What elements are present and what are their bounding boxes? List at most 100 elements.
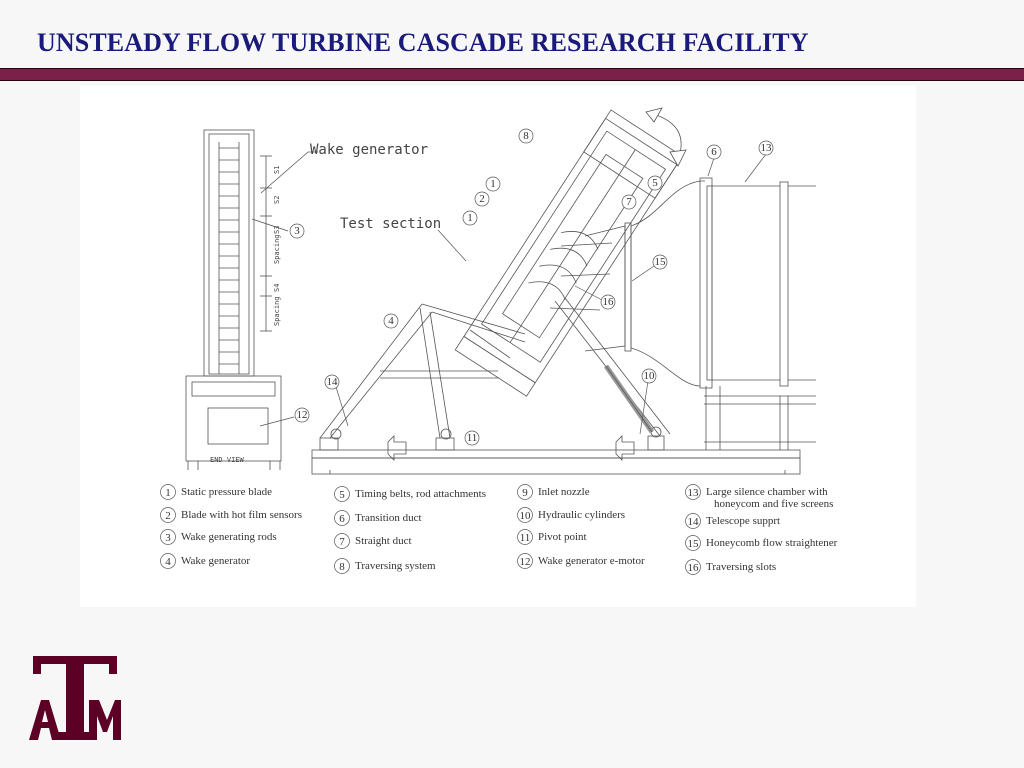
ground-rail bbox=[311, 435, 801, 475]
drawing-bubble-14 bbox=[324, 374, 340, 390]
drawing-bubble-7 bbox=[621, 194, 637, 210]
legend-bubble-12 bbox=[517, 553, 533, 569]
drawing-bubble-16 bbox=[600, 294, 616, 310]
legend-bubble-10 bbox=[517, 507, 533, 523]
end-view-label: END VIEW bbox=[210, 456, 245, 464]
drawing-bubble-5 bbox=[647, 175, 663, 191]
legend-label-6: Transition duct bbox=[355, 512, 422, 524]
end-view bbox=[185, 129, 309, 470]
dim-s4: S4 bbox=[273, 284, 281, 292]
legend-number-9: 9 bbox=[522, 487, 528, 499]
drawing-bubble-label-11: 11 bbox=[467, 432, 478, 444]
legend-label-5: Timing belts, rod attachments bbox=[355, 488, 486, 500]
legend-label-10: Hydraulic cylinders bbox=[538, 509, 625, 521]
silence-chamber bbox=[699, 177, 816, 450]
legend-number-3: 3 bbox=[165, 532, 171, 544]
drawing-bubble-label-1: 1 bbox=[467, 212, 473, 224]
legend-label-8: Traversing system bbox=[355, 560, 436, 572]
test-section-assembly bbox=[454, 109, 683, 397]
legend-bubble-16 bbox=[685, 559, 701, 575]
legend-bubble-11 bbox=[517, 529, 533, 545]
legend-label-11: Pivot point bbox=[538, 531, 587, 543]
legend-bubble-1 bbox=[160, 484, 176, 500]
legend-label-1: Static pressure blade bbox=[181, 486, 272, 498]
drawing-bubble-12 bbox=[294, 407, 310, 423]
drawing-bubble-label-2: 2 bbox=[479, 193, 485, 205]
legend-bubble-6 bbox=[334, 510, 350, 526]
drawing-bubble-label-14: 14 bbox=[327, 376, 339, 388]
support-frame bbox=[319, 297, 671, 451]
wake-generator-callout: Wake generator bbox=[310, 142, 428, 158]
drawing-bubble-3 bbox=[289, 223, 305, 239]
legend-label-9: Inlet nozzle bbox=[538, 486, 590, 498]
drawing-bubble-6 bbox=[706, 144, 722, 160]
atm-logo-mark bbox=[29, 656, 121, 740]
legend-number-14: 14 bbox=[688, 516, 700, 528]
legend-number-8: 8 bbox=[339, 561, 345, 573]
dim-s1: S1 bbox=[273, 166, 281, 174]
drawing-bubble-1 bbox=[485, 176, 501, 192]
parts-legend: 1 Static pressure blade 2 Blade with hot fi… bbox=[160, 484, 838, 575]
drawing-bubble-label-13: 13 bbox=[761, 142, 773, 154]
drawing-bubble-10 bbox=[641, 368, 657, 384]
drawing-bubble-8 bbox=[518, 128, 534, 144]
legend-number-4: 4 bbox=[165, 556, 171, 568]
drawing-bubble-label-4: 4 bbox=[388, 315, 394, 327]
legend-number-11: 11 bbox=[520, 532, 531, 544]
drawing-bubble-label-15: 15 bbox=[655, 256, 667, 268]
legend-bubble-13 bbox=[685, 484, 701, 500]
legend-bubble-2 bbox=[160, 507, 176, 523]
drawing-bubble-label-3: 3 bbox=[294, 225, 300, 237]
drawing-bubble-label-12: 12 bbox=[297, 409, 308, 421]
legend-label-4: Wake generator bbox=[181, 555, 250, 567]
legend-bubble-5 bbox=[334, 486, 350, 502]
transition-duct bbox=[549, 180, 705, 387]
legend-bubble-14 bbox=[685, 513, 701, 529]
facility-drawing: Wake generator Test section END VIEW S1 … bbox=[80, 86, 916, 607]
drawing-svg: Wake generator Test section END VIEW S1 … bbox=[160, 107, 838, 575]
test-section-callout: Test section bbox=[340, 216, 441, 232]
drawing-bubble-13 bbox=[758, 140, 774, 156]
legend-label-16: Traversing slots bbox=[706, 561, 776, 573]
drawing-bubble-label-7: 7 bbox=[626, 196, 632, 208]
legend-number-15: 15 bbox=[688, 538, 700, 550]
dim-s3: S3 bbox=[273, 226, 281, 234]
drawing-bubble-label-8: 8 bbox=[523, 130, 529, 142]
drawing-bubble-label-10: 10 bbox=[644, 370, 656, 382]
drawing-bubble-1 bbox=[462, 210, 478, 226]
legend-number-7: 7 bbox=[339, 536, 345, 548]
legend-number-12: 12 bbox=[520, 556, 531, 568]
drawing-bubble-15 bbox=[652, 254, 668, 270]
legend-bubble-15 bbox=[685, 535, 701, 551]
drawing-bubble-label-5: 5 bbox=[652, 177, 658, 189]
drawing-bubble-2 bbox=[474, 191, 490, 207]
drawing-bubble-label-6: 6 bbox=[711, 146, 717, 158]
drawing-bubble-11 bbox=[464, 430, 480, 446]
legend-number-13: 13 bbox=[688, 487, 700, 499]
legend-bubble-8 bbox=[334, 558, 350, 574]
drawing-bubble-4 bbox=[383, 313, 399, 329]
legend-label-7: Straight duct bbox=[355, 535, 412, 547]
legend-number-2: 2 bbox=[165, 510, 171, 522]
legend-bubble-3 bbox=[160, 529, 176, 545]
legend-bubble-9 bbox=[517, 484, 533, 500]
legend-label-3: Wake generating rods bbox=[181, 531, 277, 543]
slide-title: UNSTEADY FLOW TURBINE CASCADE RESEARCH F… bbox=[37, 28, 809, 57]
legend-bubble-4 bbox=[160, 553, 176, 569]
legend-label-12: Wake generator e-motor bbox=[538, 555, 645, 567]
dim-spacing-1: Spacing bbox=[273, 234, 281, 264]
drawing-bubble-label-16: 16 bbox=[603, 296, 615, 308]
legend-number-5: 5 bbox=[339, 489, 345, 501]
legend-number-6: 6 bbox=[339, 513, 345, 525]
legend-number-16: 16 bbox=[688, 562, 700, 574]
legend-label-2: Blade with hot film sensors bbox=[181, 509, 302, 521]
legend-number-1: 1 bbox=[165, 487, 171, 499]
title-divider bbox=[0, 68, 1024, 81]
legend-label-13-line2: honeycom and five screens bbox=[714, 498, 833, 510]
dim-s2: S2 bbox=[273, 196, 281, 204]
legend-label-13: Large silence chamber with bbox=[706, 486, 828, 498]
legend-label-14: Telescope supprt bbox=[706, 515, 780, 527]
legend-label-15: Honeycomb flow straightener bbox=[706, 537, 838, 549]
legend-number-10: 10 bbox=[520, 510, 532, 522]
